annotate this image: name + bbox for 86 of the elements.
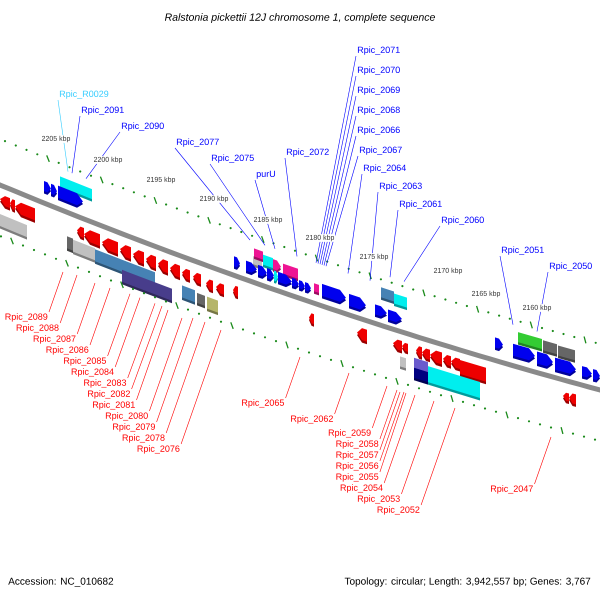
leader-line — [372, 386, 388, 428]
gene-label: Rpic_2089 — [6, 313, 48, 322]
leader-line — [324, 136, 356, 266]
gene-label: Rpic_2058 — [336, 440, 378, 449]
leader-line — [166, 322, 206, 434]
leader-line — [536, 272, 548, 332]
leader-line — [380, 392, 400, 450]
gene-label: Rpic_2081 — [93, 401, 135, 410]
leader-line — [322, 116, 356, 266]
leader-line — [72, 116, 80, 174]
gene-label: Rpic_2088 — [16, 324, 59, 333]
leader-line — [76, 282, 96, 334]
gene-label: Rpic_2052 — [378, 506, 420, 515]
leader-line — [285, 356, 300, 398]
leader-line — [254, 180, 276, 250]
footer-text: Accession: NC_010682 — [8, 577, 114, 587]
gene-label: Rpic_2086 — [46, 346, 88, 355]
leader-line — [420, 408, 456, 506]
leader-line — [107, 294, 130, 356]
leader-line — [156, 318, 194, 422]
gene-label: Rpic_2068 — [358, 106, 400, 115]
gene-label: Rpic_2075 — [212, 154, 254, 163]
gene-label: Rpic_2084 — [72, 368, 114, 377]
leader-line — [60, 274, 78, 324]
gene-label: Rpic_2090 — [122, 122, 164, 131]
gene-label: Rpic_2078 — [122, 434, 165, 443]
gene-label: Rpic_2053 — [358, 495, 400, 504]
gene-label: Rpic_2060 — [442, 216, 484, 225]
gene-label: Rpic_2056 — [336, 462, 378, 471]
leader-line — [284, 158, 298, 257]
footer-text: Topology: circular; Length: 3,942,557 bp; Genes: 3,767 — [344, 577, 590, 587]
gene-label: Rpic_2055 — [336, 473, 378, 482]
gene-label: Rpic_2079 — [113, 423, 155, 432]
title: Ralstonia pickettii 12J chromosome 1, complete sequence — [164, 13, 435, 23]
leader-line — [131, 306, 162, 390]
leader-line — [136, 310, 168, 400]
gene-label: Rpic_2076 — [138, 445, 180, 454]
gene-label: Rpic_2070 — [358, 66, 400, 75]
leader-line — [534, 436, 552, 484]
leader-line — [48, 272, 64, 312]
gene-label: Rpic_2077 — [176, 138, 219, 147]
gene-label: Rpic_2047 — [491, 485, 533, 494]
gene-label: Rpic_2061 — [400, 200, 442, 209]
leader-line — [334, 372, 350, 414]
gene-label: Rpic_2087 — [34, 335, 76, 344]
gene-label: Rpic_2063 — [380, 182, 422, 191]
leader-line — [58, 100, 68, 172]
gene-label: Rpic_2071 — [358, 46, 400, 55]
gene-label: Rpic_2067 — [360, 146, 402, 155]
leader-line — [174, 148, 250, 240]
leader-line — [180, 330, 222, 444]
gene-label: Rpic_2050 — [550, 262, 592, 271]
leader-line — [370, 192, 378, 281]
leader-line — [500, 256, 514, 325]
gene-label: Rpic_2054 — [340, 484, 383, 493]
gene-label: Rpic_2082 — [88, 390, 130, 399]
gene-label: Rpic_2091 — [82, 106, 124, 115]
gene-label: Rpic_R0029 — [60, 90, 108, 99]
gene-label: Rpic_2064 — [364, 164, 406, 173]
gene-label: Rpic_2051 — [502, 246, 544, 255]
leader-line — [326, 156, 358, 266]
gene-label: Rpic_2066 — [358, 126, 400, 135]
leader-line — [404, 226, 440, 282]
leader-line — [320, 96, 356, 264]
leader-line — [401, 400, 434, 494]
leader-line — [127, 303, 156, 378]
leader-line — [114, 297, 140, 368]
gene-label: Rpic_2083 — [84, 379, 126, 388]
gene-label: Rpic_2062 — [291, 415, 333, 424]
gene-label: Rpic_2065 — [242, 399, 284, 408]
gene-label: Rpic_2085 — [64, 357, 106, 366]
leader-line — [149, 318, 182, 412]
leader-line — [380, 392, 404, 462]
leader-line — [380, 392, 406, 472]
gene-label: Rpic_2059 — [328, 429, 371, 438]
leader-line — [90, 288, 110, 346]
leader-line — [380, 390, 398, 440]
gene-label: purU — [256, 170, 275, 179]
gene-label: Rpic_2069 — [358, 86, 400, 95]
gene-label: Rpic_2057 — [336, 451, 378, 460]
leader-line — [210, 164, 266, 246]
leader-line — [390, 210, 398, 278]
leader-line — [348, 174, 362, 274]
leader-line — [384, 394, 416, 484]
gene-label: Rpic_2080 — [106, 412, 148, 421]
gene-label: Rpic_2072 — [286, 148, 329, 157]
